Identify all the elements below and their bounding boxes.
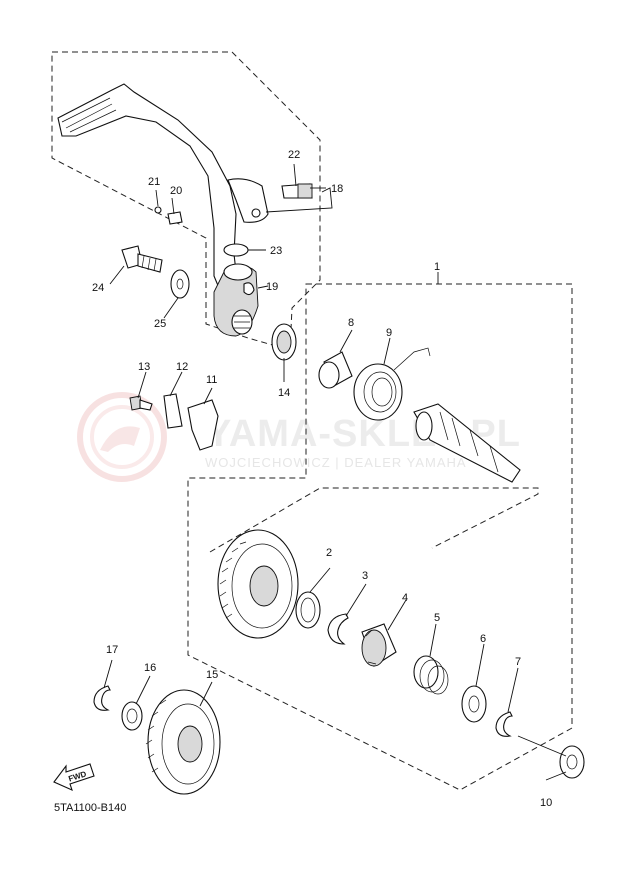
forward-arrow-icon: FWD — [53, 763, 95, 792]
callout-20: 20 — [170, 185, 182, 197]
callouts: 1 2 3 4 5 6 7 8 9 10 11 12 13 14 15 16 1… — [92, 149, 552, 809]
callout-9: 9 — [386, 327, 392, 339]
callout-15: 15 — [206, 669, 218, 681]
guide-part-12 — [163, 393, 183, 429]
callout-6: 6 — [480, 633, 486, 645]
callout-17: 17 — [106, 644, 118, 656]
spring-part-5 — [413, 655, 449, 695]
kick-gear-part-4 — [361, 623, 397, 667]
inner-group-outline — [209, 487, 539, 553]
callout-8: 8 — [348, 317, 354, 329]
callout-2: 2 — [326, 547, 332, 559]
callout-11: 11 — [206, 374, 217, 386]
callout-4: 4 — [402, 592, 408, 604]
collar-part-8 — [318, 351, 353, 389]
kick-axle-shaft — [413, 403, 521, 483]
callout-1: 1 — [434, 261, 440, 273]
diagram-code: 5TA1100-B140 — [54, 802, 126, 814]
o-ring-part-23 — [223, 243, 249, 257]
callout-19: 19 — [266, 281, 278, 293]
callout-23: 23 — [270, 245, 282, 257]
callout-21: 21 — [148, 176, 160, 188]
oil-seal-part-14 — [271, 323, 297, 361]
callout-25: 25 — [154, 318, 166, 330]
callout-7: 7 — [515, 656, 521, 668]
kick-axle-group-outline — [187, 283, 573, 791]
watermark-subtitle: WOJCIECHOWICZ | DEALER YAMAHA — [205, 455, 467, 470]
clip-part-19 — [243, 282, 255, 296]
callout-18: 18 — [331, 183, 343, 195]
callout-24: 24 — [92, 282, 104, 294]
idle-gear-part-15 — [145, 689, 221, 795]
washer-part-16 — [121, 701, 143, 731]
callout-22: 22 — [288, 149, 300, 161]
callout-3: 3 — [362, 570, 368, 582]
bolt-part-13 — [129, 395, 153, 411]
spring-part-20 — [167, 211, 183, 225]
circlip-part-7 — [495, 711, 513, 737]
leader-lines — [103, 163, 567, 781]
ratchet-gear — [217, 529, 299, 639]
watermark-logo — [77, 392, 167, 482]
callout-14: 14 — [278, 387, 290, 399]
washer-part-10 — [559, 745, 585, 779]
stopper-part-11 — [187, 399, 219, 451]
callout-5: 5 — [434, 612, 440, 624]
ball-part-21 — [154, 206, 162, 214]
washer-part-25 — [170, 269, 190, 299]
bolt-part-24 — [121, 245, 163, 273]
washer-part-6 — [461, 685, 487, 723]
circlip-part-3 — [327, 613, 349, 645]
callout-10: 10 — [540, 797, 552, 809]
bolt-part-22 — [281, 183, 313, 199]
callout-16: 16 — [144, 662, 156, 674]
torsion-spring-part-9 — [353, 347, 431, 421]
washer-part-2 — [295, 591, 321, 629]
circlip-part-17 — [93, 685, 111, 711]
callout-12: 12 — [176, 361, 188, 373]
callout-13: 13 — [138, 361, 150, 373]
kick-crank-lever — [57, 83, 269, 337]
kick-crank-group-outline — [51, 51, 321, 351]
